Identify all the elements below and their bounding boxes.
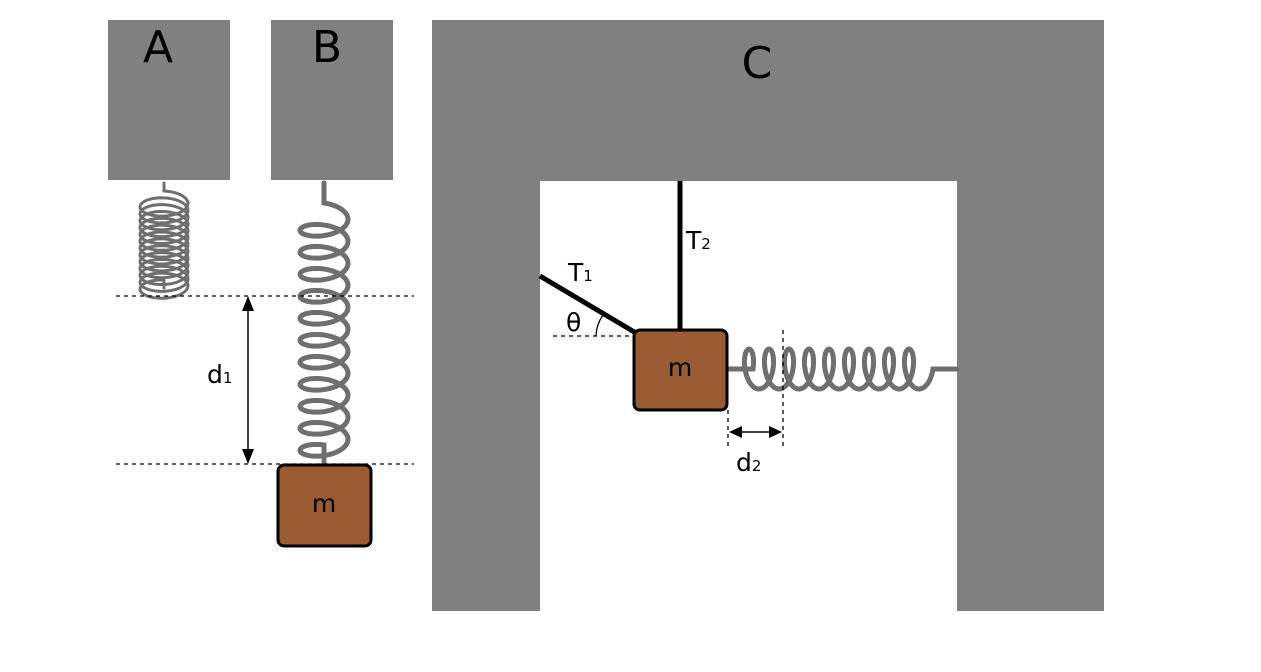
spring-horizontal-c <box>726 346 960 392</box>
panel-label-c: C <box>742 38 773 89</box>
mass-label-b: m <box>312 489 336 518</box>
d1-label: d1 <box>207 360 232 389</box>
ceiling-block-b <box>271 20 393 180</box>
theta-arc <box>595 314 604 337</box>
t2-label: T2 <box>685 226 711 255</box>
panel-label-b: B <box>312 22 342 73</box>
mass-block-b <box>276 463 373 548</box>
d2-label: d2 <box>736 448 761 477</box>
d1-arrow-head-down <box>242 449 254 464</box>
mass-block-c <box>632 328 729 412</box>
spring-stretched-b <box>297 180 351 468</box>
ceiling-block-a <box>108 20 230 180</box>
d2-arrow-head-right <box>769 426 782 438</box>
mass-label-c: m <box>668 353 692 382</box>
d1-arrow-head-up <box>242 296 254 311</box>
t1-label: T1 <box>567 258 593 287</box>
spring-relaxed-a <box>138 181 190 300</box>
theta-label: θ <box>566 308 581 337</box>
frame-c <box>432 20 1104 611</box>
panel-label-a: A <box>143 22 173 73</box>
d2-arrow-head-left <box>729 426 742 438</box>
string-t1 <box>538 273 638 336</box>
